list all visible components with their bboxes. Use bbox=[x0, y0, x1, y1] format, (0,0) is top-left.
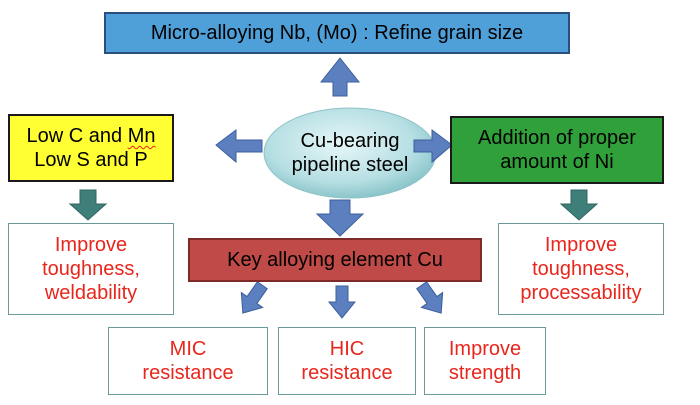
hic-line1: HIC bbox=[329, 338, 365, 360]
center-line1: Cu-bearing bbox=[300, 130, 400, 152]
arrow-to-mic-icon bbox=[240, 281, 268, 314]
mn-text: Mn bbox=[127, 125, 156, 147]
strength-line2: strength bbox=[448, 362, 522, 384]
center-line2: pipeline steel bbox=[291, 154, 409, 176]
outcome-left-line2: toughness, bbox=[42, 258, 140, 280]
arrow-down-icon bbox=[315, 199, 365, 237]
key-element-text: Key alloying element Cu bbox=[227, 249, 443, 271]
ni-line1: Addition of proper bbox=[478, 127, 636, 149]
outcome-right-line1: Improve bbox=[544, 234, 618, 256]
arrow-to-strength-icon bbox=[416, 281, 444, 314]
outcome-hic-resistance: HIC resistance bbox=[278, 327, 416, 395]
ni-addition-box: Addition of proper amount of Ni bbox=[450, 116, 664, 184]
outcome-right-line2: toughness, bbox=[532, 258, 630, 280]
mic-line2: resistance bbox=[142, 362, 234, 384]
arrow-up-icon bbox=[319, 57, 361, 97]
hic-line2: resistance bbox=[301, 362, 393, 384]
outcome-right-line3: processability bbox=[520, 282, 642, 304]
outcome-toughness-processability: Improve toughness, processability bbox=[498, 223, 664, 315]
outcome-left-line3: weldability bbox=[44, 282, 138, 304]
arrow-down-left-icon bbox=[68, 189, 108, 221]
ni-line2: amount of Ni bbox=[500, 151, 614, 173]
arrow-right-icon bbox=[413, 129, 453, 164]
arrow-down-right-icon bbox=[559, 189, 599, 221]
outcome-improve-strength: Improve strength bbox=[424, 327, 546, 395]
center-label: Cu-bearing pipeline steel bbox=[266, 110, 434, 196]
key-element-box: Key alloying element Cu bbox=[188, 238, 482, 282]
microalloying-box: Micro-alloying Nb, (Mo) : Refine grain s… bbox=[104, 12, 570, 54]
mic-line1: MIC bbox=[169, 338, 207, 360]
outcome-toughness-weldability: Improve toughness, weldability bbox=[8, 223, 174, 315]
low-s-p-line2: Low S and P bbox=[34, 149, 148, 171]
strength-line1: Improve bbox=[448, 338, 522, 360]
microalloying-text: Micro-alloying Nb, (Mo) : Refine grain s… bbox=[150, 22, 524, 44]
arrow-to-hic-icon bbox=[327, 285, 357, 319]
arrow-left-icon bbox=[215, 129, 263, 164]
low-c-prefix: Low C and bbox=[26, 125, 128, 147]
outcome-mic-resistance: MIC resistance bbox=[108, 327, 268, 395]
outcome-left-line1: Improve bbox=[54, 234, 128, 256]
low-c-mn-line1: Low C and Mn bbox=[27, 124, 156, 148]
low-c-mn-box: Low C and Mn Low S and P bbox=[8, 114, 174, 182]
